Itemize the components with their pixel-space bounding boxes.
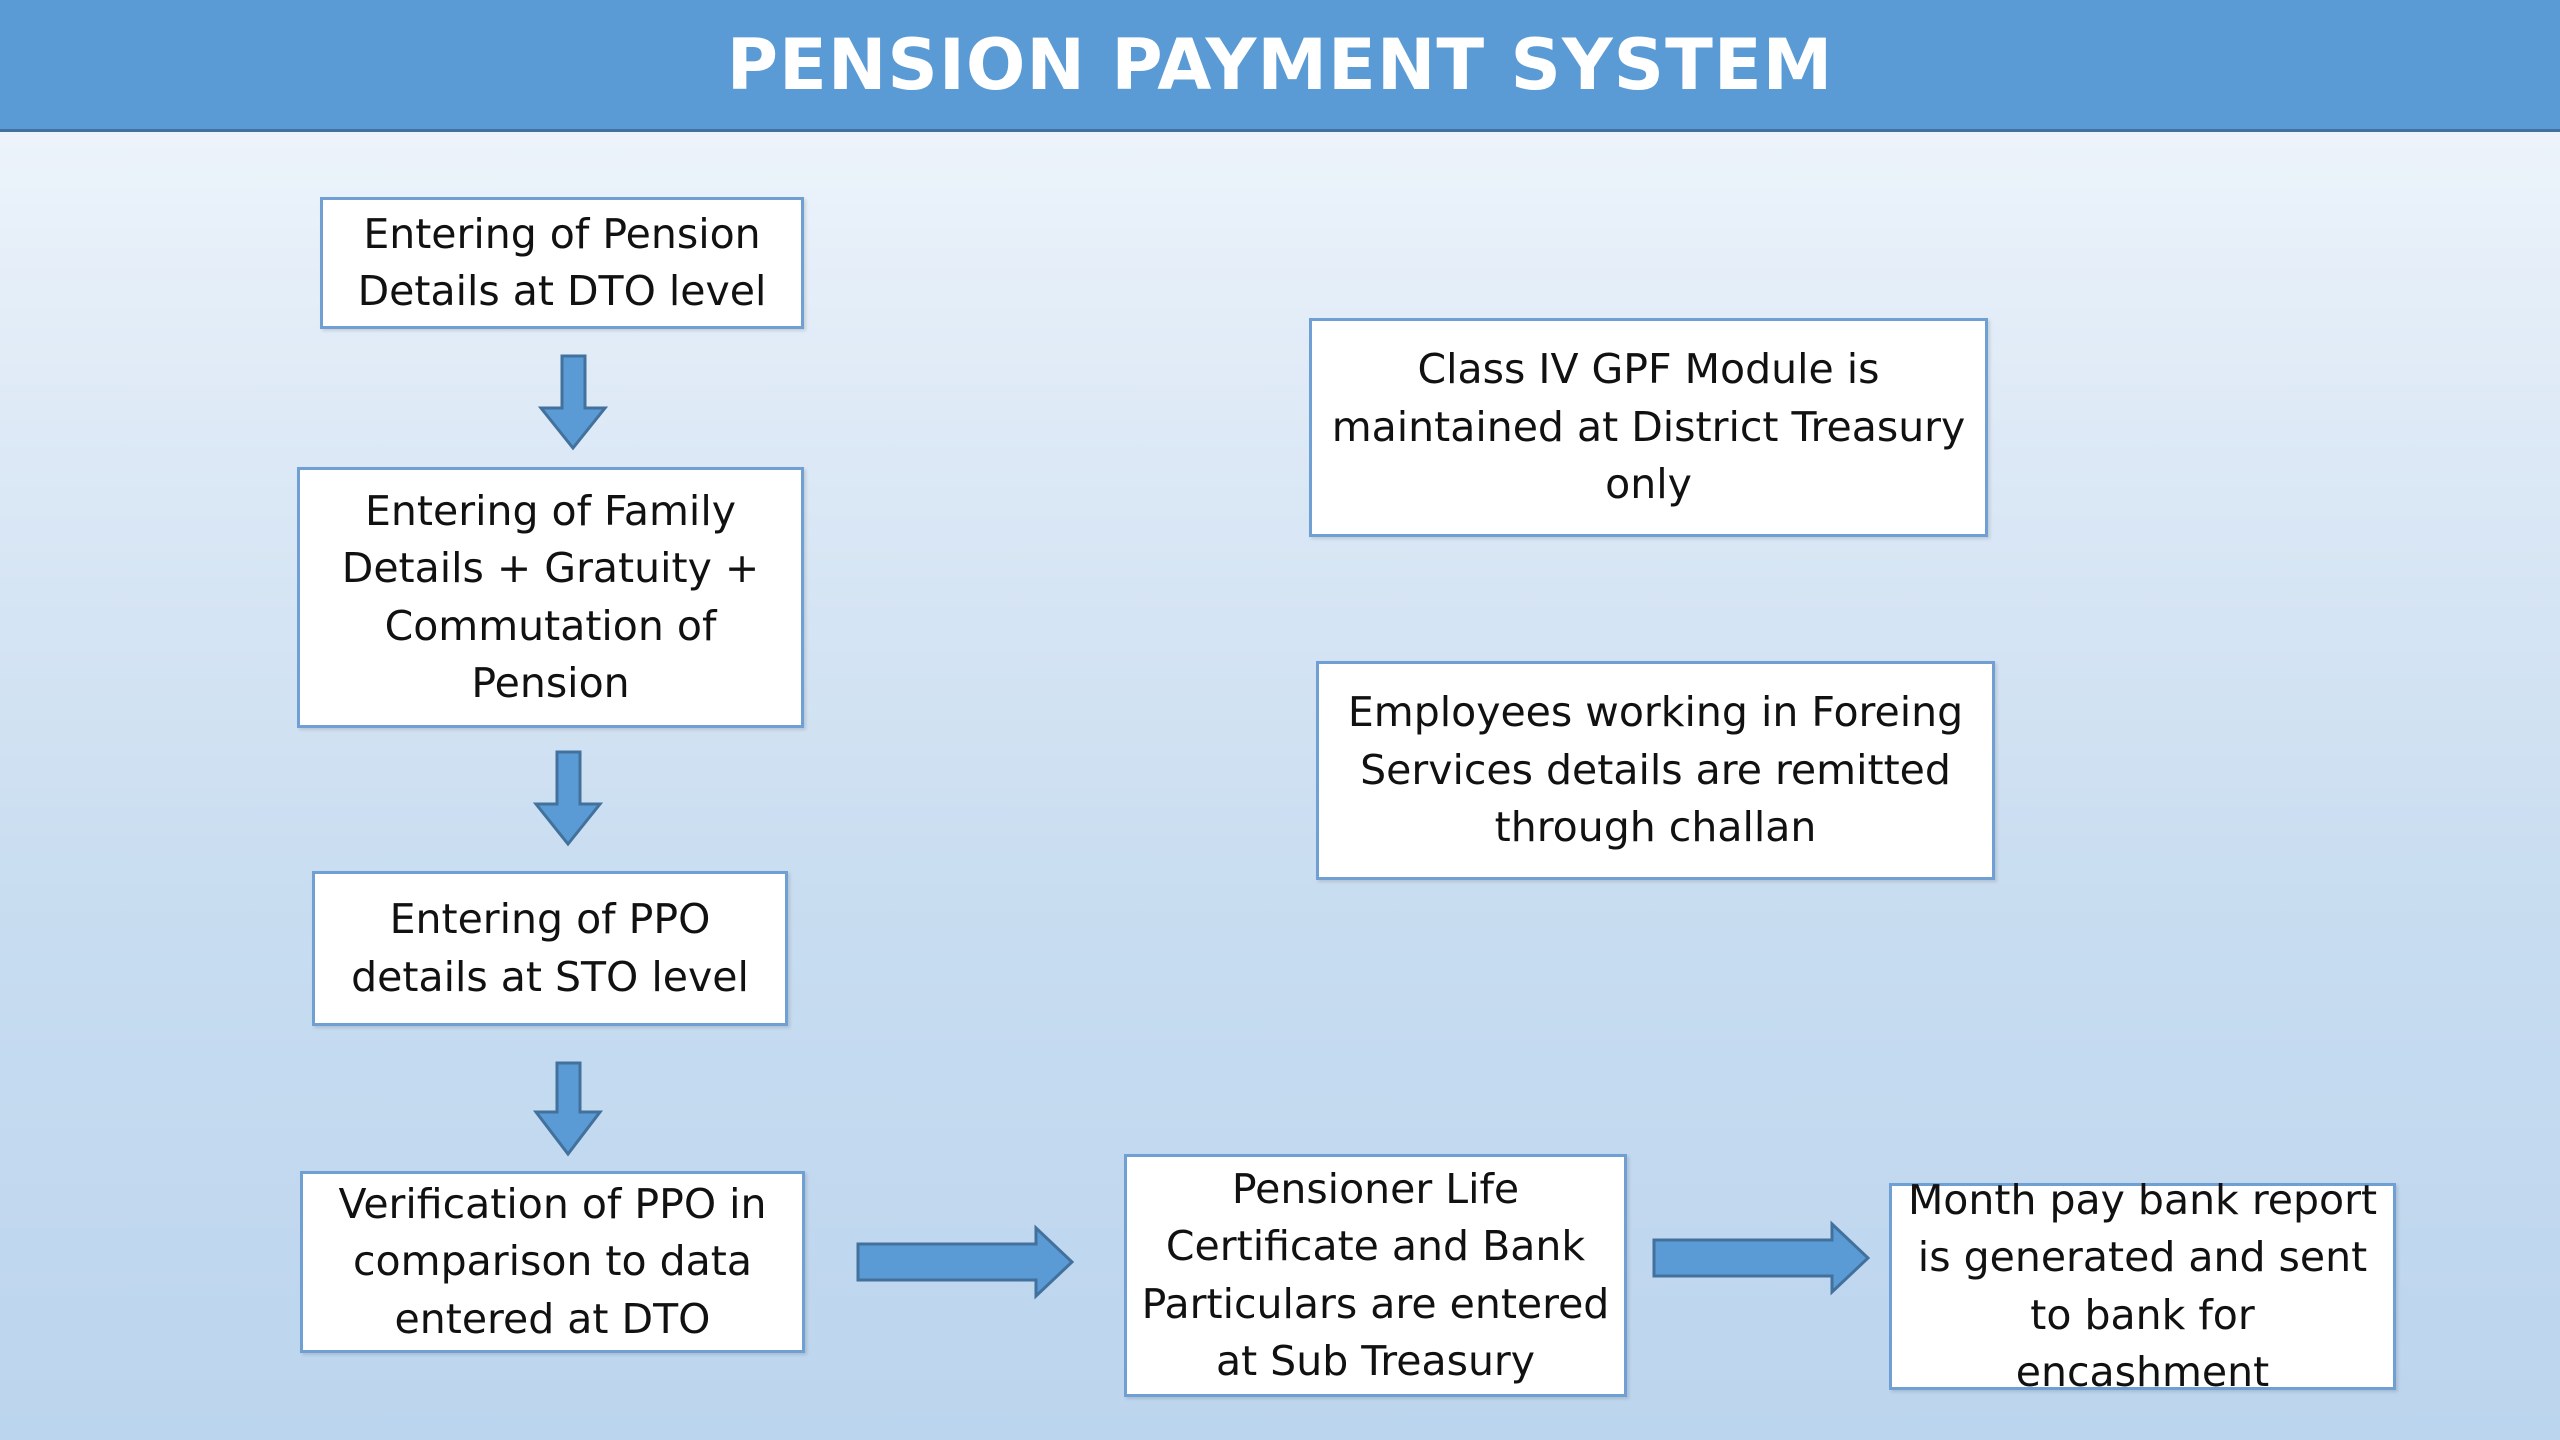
step-bank-report: Month pay bank report is generated and s… (1889, 1176, 2396, 1396)
step-bank-report-label: Month pay bank report is generated and s… (1907, 1175, 2378, 1396)
step-life-certificate: Pensioner Life Certificate and Bank Part… (1124, 1154, 1627, 1397)
page-title: PENSION PAYMENT SYSTEM (726, 23, 1834, 106)
note-foreign-services-label: Employees working in Foreing Services de… (1347, 688, 1964, 852)
step-ppo-details-sto-label: Entering of PPO details at STO level (351, 895, 749, 1001)
step-ppo-details-sto: Entering of PPO details at STO level (312, 871, 788, 1026)
arrow-down-2 (532, 750, 604, 847)
step-ppo-verification: Verification of PPO in comparison to dat… (300, 1171, 805, 1353)
arrow-right-2 (1652, 1220, 1871, 1296)
title-banner: PENSION PAYMENT SYSTEM (0, 0, 2560, 132)
arrow-down-3 (532, 1061, 604, 1157)
note-foreign-services: Employees working in Foreing Services de… (1316, 661, 1995, 880)
step-family-details: Entering of Family Details + Gratuity + … (297, 467, 804, 728)
step-ppo-verification-label: Verification of PPO in comparison to dat… (338, 1179, 767, 1343)
step-life-certificate-label: Pensioner Life Certificate and Bank Part… (1141, 1164, 1610, 1385)
arrow-down-1 (537, 354, 609, 451)
step-pension-details-dto-label: Entering of Pension Details at DTO level (357, 209, 767, 315)
step-family-details-label: Entering of Family Details + Gratuity + … (341, 486, 760, 707)
note-gpf-module: Class IV GPF Module is maintained at Dis… (1309, 318, 1988, 537)
note-gpf-module-label: Class IV GPF Module is maintained at Dis… (1331, 345, 1966, 509)
arrow-right-1 (856, 1224, 1075, 1300)
step-pension-details-dto: Entering of Pension Details at DTO level (320, 197, 804, 329)
